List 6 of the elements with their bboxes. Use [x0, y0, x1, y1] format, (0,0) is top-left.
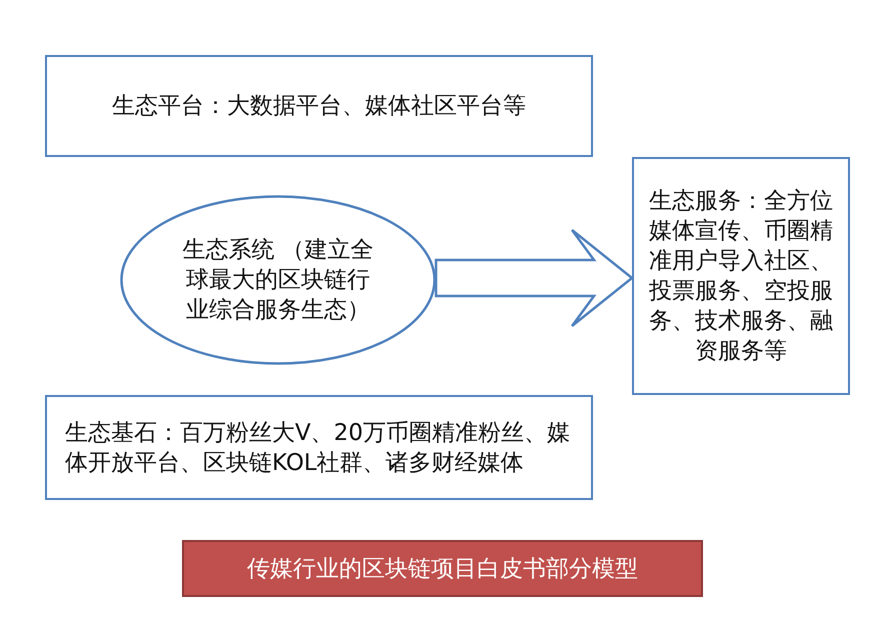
- text-box: 生态服务：全方位媒体宣传、币圈精准用户导入社区、投票服务、空投服务、技术服务、融资服务等: [632, 157, 850, 395]
- text-box: 生态平台：大数据平台、媒体社区平台等: [45, 55, 593, 157]
- block-arrow: [434, 228, 634, 328]
- ellipse-node: 生态系统 （建立全球最大的区块链行业综合服务生态）: [120, 195, 436, 365]
- text-box: 生态基石：百万粉丝大V、20万币圈精准粉丝、媒体开放平台、区块链KOL社群、诸多财经媒体: [45, 395, 593, 500]
- caption-banner: 传媒行业的区块链项目白皮书部分模型: [182, 540, 703, 597]
